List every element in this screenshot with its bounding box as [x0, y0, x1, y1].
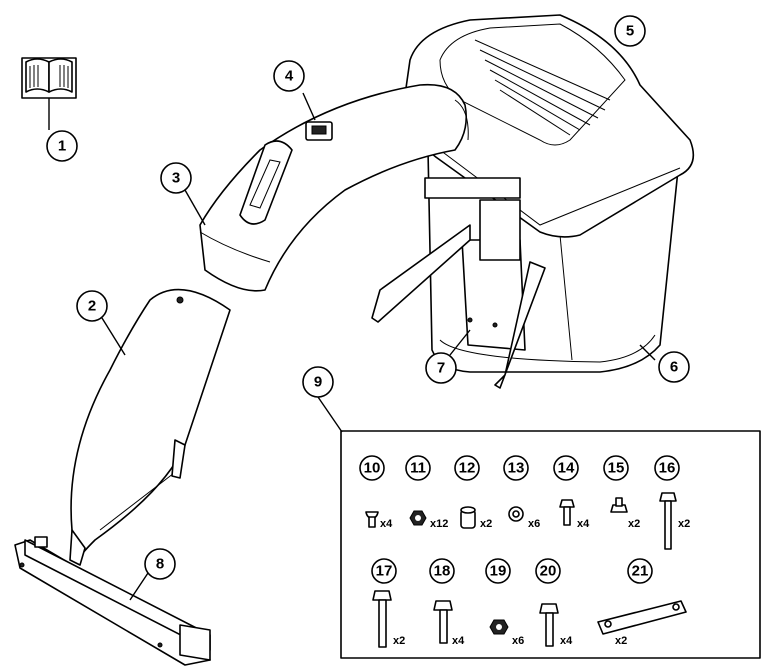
callout-5: 5 [614, 15, 646, 47]
svg-text:16: 16 [659, 460, 676, 477]
callout-12: 12 [454, 455, 480, 481]
callout-20: 20 [535, 558, 561, 584]
svg-text:20: 20 [540, 563, 557, 580]
svg-text:3: 3 [172, 170, 180, 187]
callout-18: 18 [429, 558, 455, 584]
qty-13: x6 [528, 518, 540, 530]
callout-8: 8 [144, 548, 176, 580]
svg-text:15: 15 [608, 460, 625, 477]
callout-3: 3 [160, 162, 192, 194]
svg-text:11: 11 [410, 460, 426, 477]
hardware-item-10 [365, 511, 379, 528]
hardware-item-19 [489, 619, 509, 635]
hardware-item-14 [559, 499, 575, 526]
callout-14: 14 [553, 455, 579, 481]
callout-4: 4 [273, 60, 305, 92]
svg-text:8: 8 [156, 556, 164, 573]
qty-20: x4 [560, 635, 573, 647]
svg-text:13: 13 [508, 460, 525, 477]
callout-15: 15 [603, 455, 629, 481]
qty-12: x2 [480, 518, 492, 530]
hardware-item-13 [508, 506, 524, 522]
svg-text:1: 1 [58, 138, 66, 155]
qty-18: x4 [452, 635, 465, 647]
callout-10: 10 [359, 455, 385, 481]
qty-10: x4 [380, 518, 393, 530]
svg-text:19: 19 [490, 563, 507, 580]
callout-6: 6 [658, 351, 690, 383]
callout-1: 1 [46, 130, 78, 162]
svg-text:9: 9 [314, 374, 322, 391]
bag-frame [371, 177, 546, 389]
svg-text:14: 14 [558, 460, 575, 477]
qty-21: x2 [615, 635, 627, 647]
lower-chute [69, 288, 231, 566]
callout-7: 7 [425, 352, 457, 384]
svg-text:10: 10 [364, 460, 381, 477]
upper-chute [184, 83, 469, 292]
callout-16: 16 [654, 455, 680, 481]
svg-text:18: 18 [434, 563, 451, 580]
hardware-item-21 [597, 600, 687, 635]
callout-17: 17 [371, 558, 397, 584]
qty-15: x2 [628, 518, 640, 530]
callout-21: 21 [627, 558, 653, 584]
callout-9: 9 [302, 366, 334, 398]
callout-2: 2 [76, 290, 108, 322]
hardware-item-11 [409, 510, 427, 526]
qty-19: x6 [512, 635, 524, 647]
hardware-item-15 [610, 497, 628, 513]
callout-11: 11 [405, 455, 431, 481]
hardware-item-18 [433, 600, 453, 644]
callout-13: 13 [503, 455, 529, 481]
svg-text:12: 12 [459, 460, 476, 477]
manual-book-icon [21, 57, 77, 130]
svg-text:5: 5 [626, 23, 634, 40]
svg-text:21: 21 [632, 563, 649, 580]
hitch-plate [14, 536, 211, 666]
qty-14: x4 [577, 518, 590, 530]
svg-text:2: 2 [88, 298, 96, 315]
svg-text:6: 6 [670, 359, 678, 376]
hardware-item-12 [460, 506, 476, 529]
qty-16: x2 [678, 518, 690, 530]
qty-17: x2 [393, 635, 405, 647]
hardware-item-17 [372, 590, 392, 648]
hardware-item-20 [539, 603, 559, 647]
hardware-item-16 [659, 492, 677, 550]
callout-19: 19 [485, 558, 511, 584]
svg-text:17: 17 [376, 563, 393, 580]
qty-11: x12 [430, 518, 448, 530]
svg-text:7: 7 [437, 360, 445, 377]
svg-text:4: 4 [285, 68, 294, 85]
